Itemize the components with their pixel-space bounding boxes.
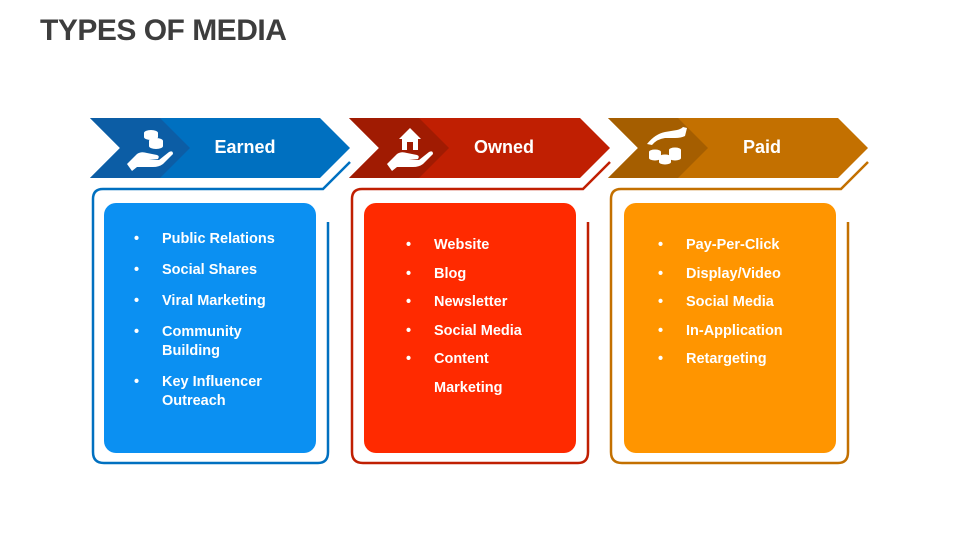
list-item: •Newsletter — [406, 294, 508, 310]
list-item: •Social Media — [406, 322, 522, 339]
paid-panel: •Pay-Per-Click •Display/Video •Social Me… — [624, 203, 836, 453]
hand-holding-house-icon — [383, 124, 437, 172]
paid-header-label: Paid — [742, 137, 781, 157]
column-owned: Owned •Website •Blog •Newsletter •Social… — [0, 0, 611, 540]
list-item: •Pay-Per-Click — [658, 237, 780, 253]
list-item: •Community Building — [134, 324, 242, 359]
owned-list: •Website •Blog •Newsletter •Social Media… — [406, 236, 522, 398]
hand-receiving-coins-icon — [123, 124, 177, 172]
list-item: Marketing — [434, 379, 503, 396]
list-item: •Social Media — [658, 294, 774, 310]
owned-header-label: Owned — [473, 137, 534, 157]
list-item: •Blog — [406, 265, 467, 282]
earned-list: •Public Relations •Social Shares •Viral … — [134, 230, 275, 411]
list-item: •Content — [406, 351, 489, 367]
earned-header-label: Earned — [214, 137, 276, 157]
list-item: •Viral Marketing — [134, 293, 266, 309]
list-item: •Display/Video — [658, 265, 781, 282]
paid-list: •Pay-Per-Click •Display/Video •Social Me… — [658, 236, 783, 369]
list-item: •Retargeting — [658, 351, 767, 367]
column-earned: Earned •Public Relations •Social Shares … — [0, 0, 351, 540]
list-item: •Key Influencer Outreach — [134, 374, 262, 409]
list-item: •In-Application — [658, 322, 783, 339]
page-title: TYPES OF MEDIA — [40, 14, 287, 47]
earned-panel: •Public Relations •Social Shares •Viral … — [104, 203, 316, 453]
owned-panel: •Website •Blog •Newsletter •Social Media… — [364, 203, 576, 453]
list-item: •Website — [406, 237, 490, 253]
column-paid: Paid •Pay-Per-Click •Display/Video •Soci… — [0, 0, 869, 540]
list-item: •Public Relations — [134, 231, 275, 247]
list-item: •Social Shares — [134, 262, 258, 278]
hand-over-coins-icon — [641, 124, 695, 172]
